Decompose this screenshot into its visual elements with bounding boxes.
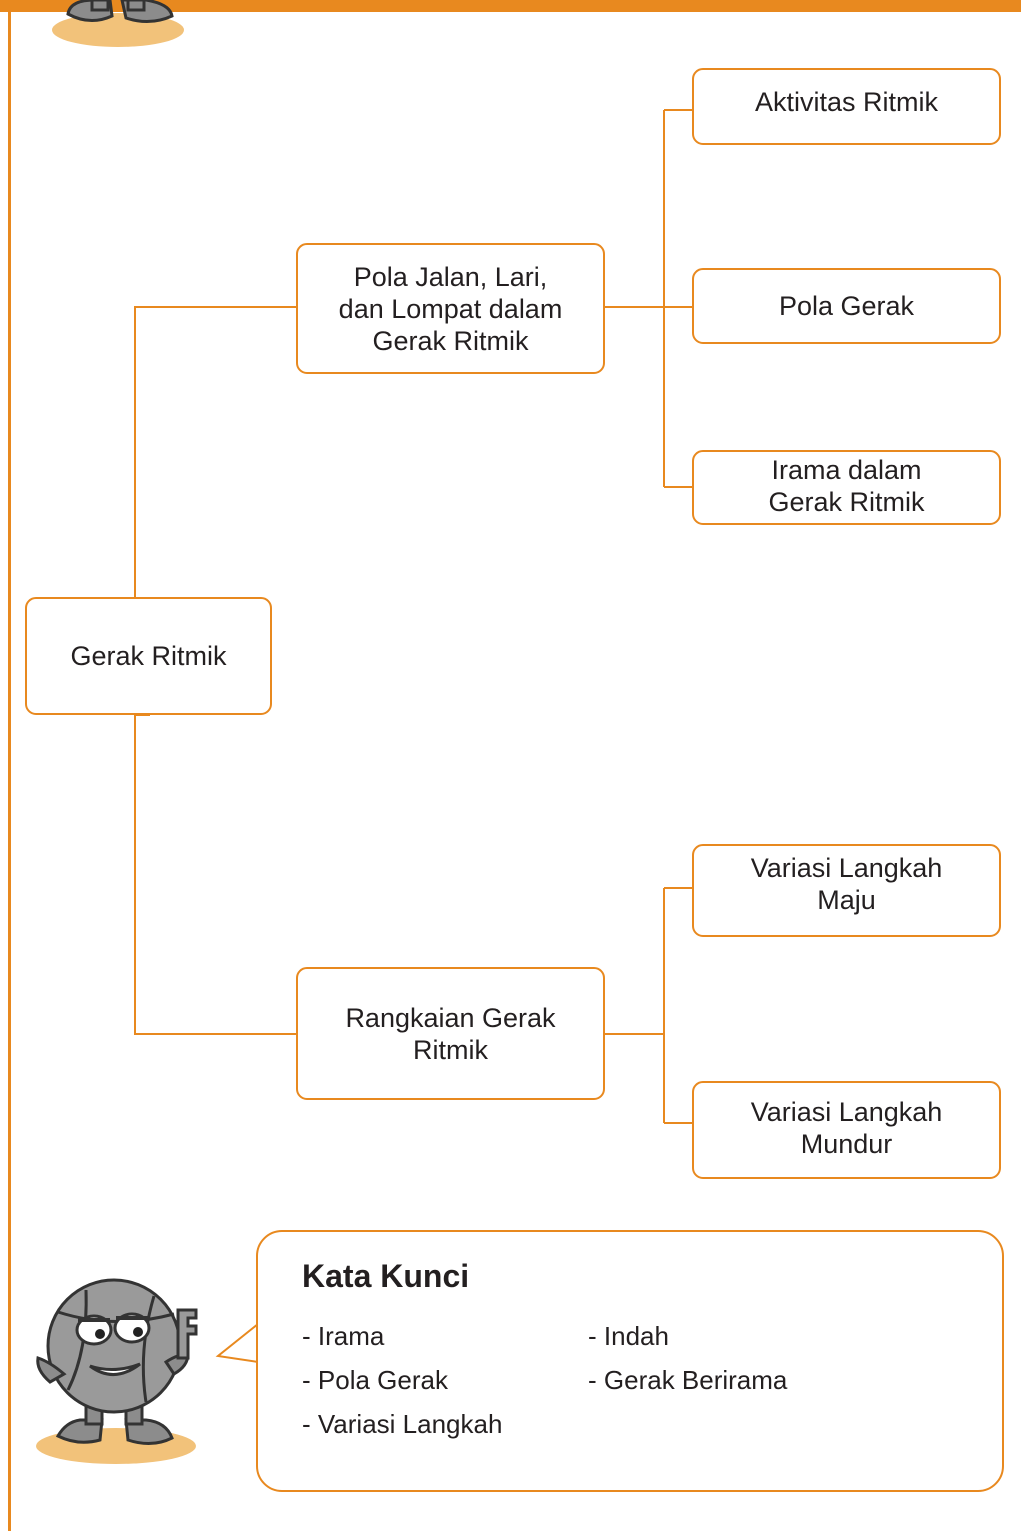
keyword-item: Variasi Langkah [302, 1406, 588, 1442]
keyword-item: Pola Gerak [302, 1362, 588, 1398]
speech-pointer [215, 1323, 259, 1363]
keyword-item: Indah [588, 1318, 868, 1354]
leaf-node-langkah-maju: Variasi Langkah Maju [692, 844, 1001, 937]
ball-mascot-feet-icon [52, 0, 184, 47]
top-accent-bar [0, 0, 1021, 12]
branch-node-pola-jalan: Pola Jalan, Lari, dan Lompat dalam Gerak… [296, 243, 605, 374]
ball-mascot-key-icon [36, 1278, 198, 1464]
leaf-node-langkah-mundur: Variasi Langkah Mundur [692, 1081, 1001, 1179]
branch-node-rangkaian: Rangkaian Gerak Ritmik [296, 967, 605, 1100]
kata-kunci-box: Kata Kunci Irama Indah Pola Gerak Gerak … [256, 1230, 1004, 1492]
keyword-item: Irama [302, 1318, 588, 1354]
leaf-node-aktivitas-ritmik: Aktivitas Ritmik [692, 68, 1001, 145]
kata-kunci-title: Kata Kunci [302, 1258, 470, 1294]
kata-kunci-list: Irama Indah Pola Gerak Gerak Berirama Va… [302, 1318, 862, 1442]
left-margin-rule [8, 0, 11, 1531]
leaf-node-irama: Irama dalam Gerak Ritmik [692, 450, 1001, 525]
keyword-item: Gerak Berirama [588, 1362, 868, 1398]
root-node: Gerak Ritmik [25, 597, 272, 715]
leaf-node-pola-gerak: Pola Gerak [692, 268, 1001, 344]
